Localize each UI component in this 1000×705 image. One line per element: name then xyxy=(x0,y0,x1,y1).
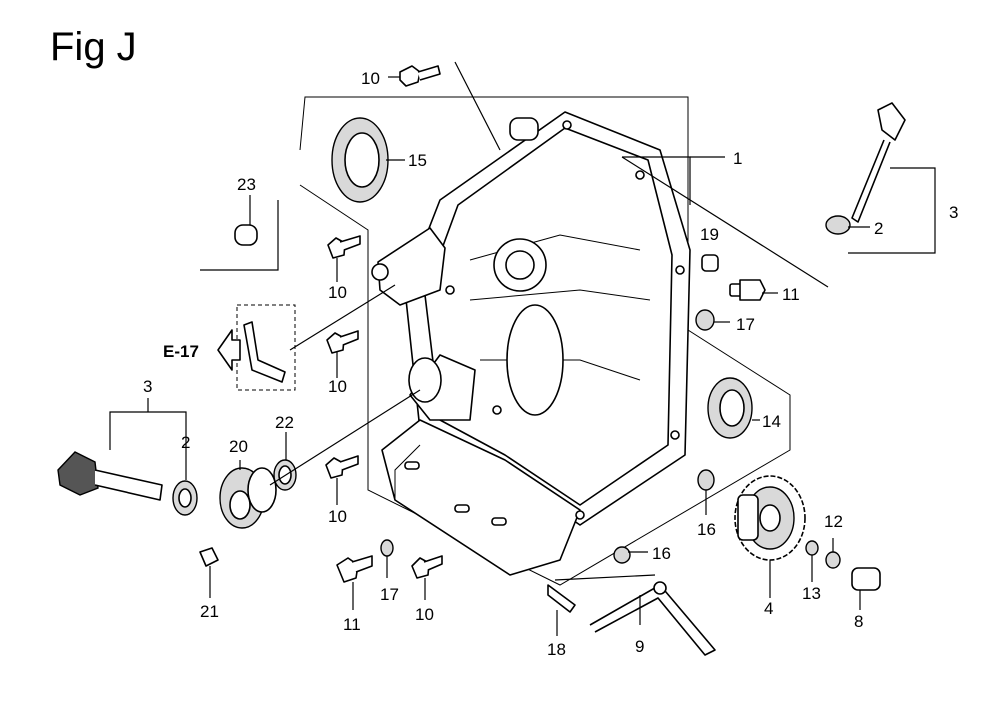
callout-18: 18 xyxy=(547,640,566,659)
callout-19: 19 xyxy=(700,225,719,244)
callout-11: 11 xyxy=(343,615,361,634)
callout-14: 14 xyxy=(762,412,781,431)
callout-1: 1 xyxy=(733,149,742,168)
crankcase-cover xyxy=(371,111,691,576)
dipstick-upper xyxy=(825,102,906,235)
callout-17: 17 xyxy=(380,585,399,604)
governor-gear xyxy=(734,475,806,561)
callout-10: 10 xyxy=(361,69,380,88)
small-parts-right xyxy=(695,254,881,591)
callout-13: 13 xyxy=(802,584,821,603)
leader-lines xyxy=(109,61,936,636)
callout-4: 4 xyxy=(764,599,773,618)
callout-3: 3 xyxy=(143,377,152,396)
lever-part xyxy=(547,546,716,656)
oil-seal-part xyxy=(331,117,389,203)
drain-plug-assembly xyxy=(57,451,297,567)
callout-12: 12 xyxy=(824,512,843,531)
callout-3: 3 xyxy=(949,203,958,222)
reference-label-e17: E-17 xyxy=(163,342,199,361)
callout-10: 10 xyxy=(328,283,347,302)
callout-2: 2 xyxy=(181,433,190,452)
bearing-part xyxy=(707,377,753,439)
callout-8: 8 xyxy=(854,612,863,631)
callout-22: 22 xyxy=(275,413,294,432)
callout-16: 16 xyxy=(697,520,716,539)
assembly-boundary xyxy=(299,96,791,586)
callout-20: 20 xyxy=(229,437,248,456)
dowel-pin-part xyxy=(200,200,279,271)
callout-16: 16 xyxy=(652,544,671,563)
breather-tube-ref xyxy=(217,304,296,391)
figure-title: Fig J xyxy=(50,25,137,69)
callout-10: 10 xyxy=(415,605,434,624)
bolts-group xyxy=(325,65,443,583)
callout-17: 17 xyxy=(736,315,755,334)
callout-10: 10 xyxy=(328,507,347,526)
callout-11: 11 xyxy=(782,285,800,304)
callout-21: 21 xyxy=(200,602,219,621)
callout-2: 2 xyxy=(874,219,883,238)
callout-23: 23 xyxy=(237,175,256,194)
callout-10: 10 xyxy=(328,377,347,396)
callout-15: 15 xyxy=(408,151,427,170)
callout-numbers: 10 15 23 10 10 10 1 3 2 19 11 17 14 16 4… xyxy=(143,69,958,659)
callout-9: 9 xyxy=(635,637,644,656)
